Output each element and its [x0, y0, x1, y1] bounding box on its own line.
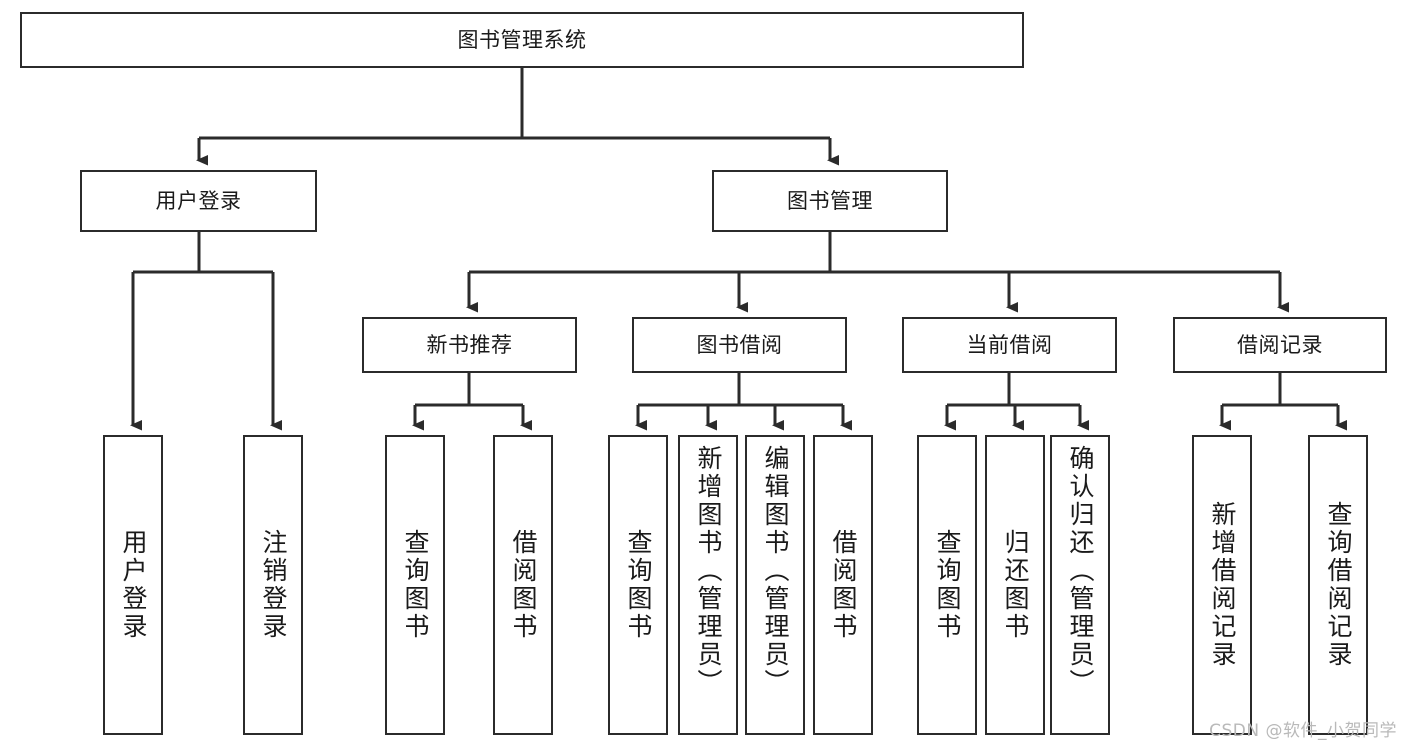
node-borrow-record-label: 借阅记录 — [1237, 332, 1323, 357]
node-leaf-user-logout[interactable]: 注销登录 — [243, 435, 303, 735]
node-leaf-add-record-label: 新增借阅记录 — [1208, 501, 1237, 669]
node-leaf-query-book-3[interactable]: 查询图书 — [917, 435, 977, 735]
node-leaf-query-book-1[interactable]: 查询图书 — [385, 435, 445, 735]
node-new-book-rec[interactable]: 新书推荐 — [362, 317, 577, 373]
node-root[interactable]: 图书管理系统 — [20, 12, 1024, 68]
node-leaf-query-book-1-label: 查询图书 — [401, 529, 430, 641]
node-book-manage[interactable]: 图书管理 — [712, 170, 948, 232]
node-leaf-return-book-label: 归还图书 — [1001, 529, 1030, 641]
node-leaf-user-logout-label: 注销登录 — [259, 529, 288, 641]
node-user-login-label: 用户登录 — [155, 188, 242, 213]
node-new-book-rec-label: 新书推荐 — [426, 332, 513, 357]
node-leaf-query-book-2[interactable]: 查询图书 — [608, 435, 668, 735]
node-leaf-query-record-label: 查询借阅记录 — [1324, 501, 1353, 669]
node-leaf-add-record[interactable]: 新增借阅记录 — [1192, 435, 1252, 735]
node-leaf-query-book-2-label: 查询图书 — [624, 529, 653, 641]
node-leaf-borrow-book-2-label: 借阅图书 — [829, 529, 858, 641]
node-borrow-record[interactable]: 借阅记录 — [1173, 317, 1387, 373]
node-leaf-borrow-book-1[interactable]: 借阅图书 — [493, 435, 553, 735]
node-leaf-borrow-book-1-label: 借阅图书 — [509, 529, 538, 641]
node-leaf-edit-book[interactable]: 编辑图书（管理员） — [745, 435, 805, 735]
node-leaf-query-book-3-label: 查询图书 — [933, 529, 962, 641]
node-leaf-confirm-return[interactable]: 确认归还（管理员） — [1050, 435, 1110, 735]
node-leaf-edit-book-label: 编辑图书（管理员） — [761, 445, 790, 697]
node-user-login[interactable]: 用户登录 — [80, 170, 317, 232]
node-leaf-add-book-label: 新增图书（管理员） — [694, 445, 723, 697]
node-leaf-query-record[interactable]: 查询借阅记录 — [1308, 435, 1368, 735]
watermark-text: CSDN @软件_小贺同学 — [1209, 721, 1397, 741]
node-root-label: 图书管理系统 — [457, 27, 587, 52]
node-leaf-user-login-label: 用户登录 — [119, 529, 148, 641]
node-current-borrow-label: 当前借阅 — [966, 332, 1053, 357]
node-leaf-confirm-return-label: 确认归还（管理员） — [1066, 445, 1095, 697]
node-book-borrow[interactable]: 图书借阅 — [632, 317, 847, 373]
node-leaf-return-book[interactable]: 归还图书 — [985, 435, 1045, 735]
node-current-borrow[interactable]: 当前借阅 — [902, 317, 1117, 373]
node-book-borrow-label: 图书借阅 — [696, 332, 783, 357]
node-book-manage-label: 图书管理 — [787, 188, 873, 213]
node-leaf-borrow-book-2[interactable]: 借阅图书 — [813, 435, 873, 735]
node-leaf-user-login[interactable]: 用户登录 — [103, 435, 163, 735]
node-leaf-add-book[interactable]: 新增图书（管理员） — [678, 435, 738, 735]
